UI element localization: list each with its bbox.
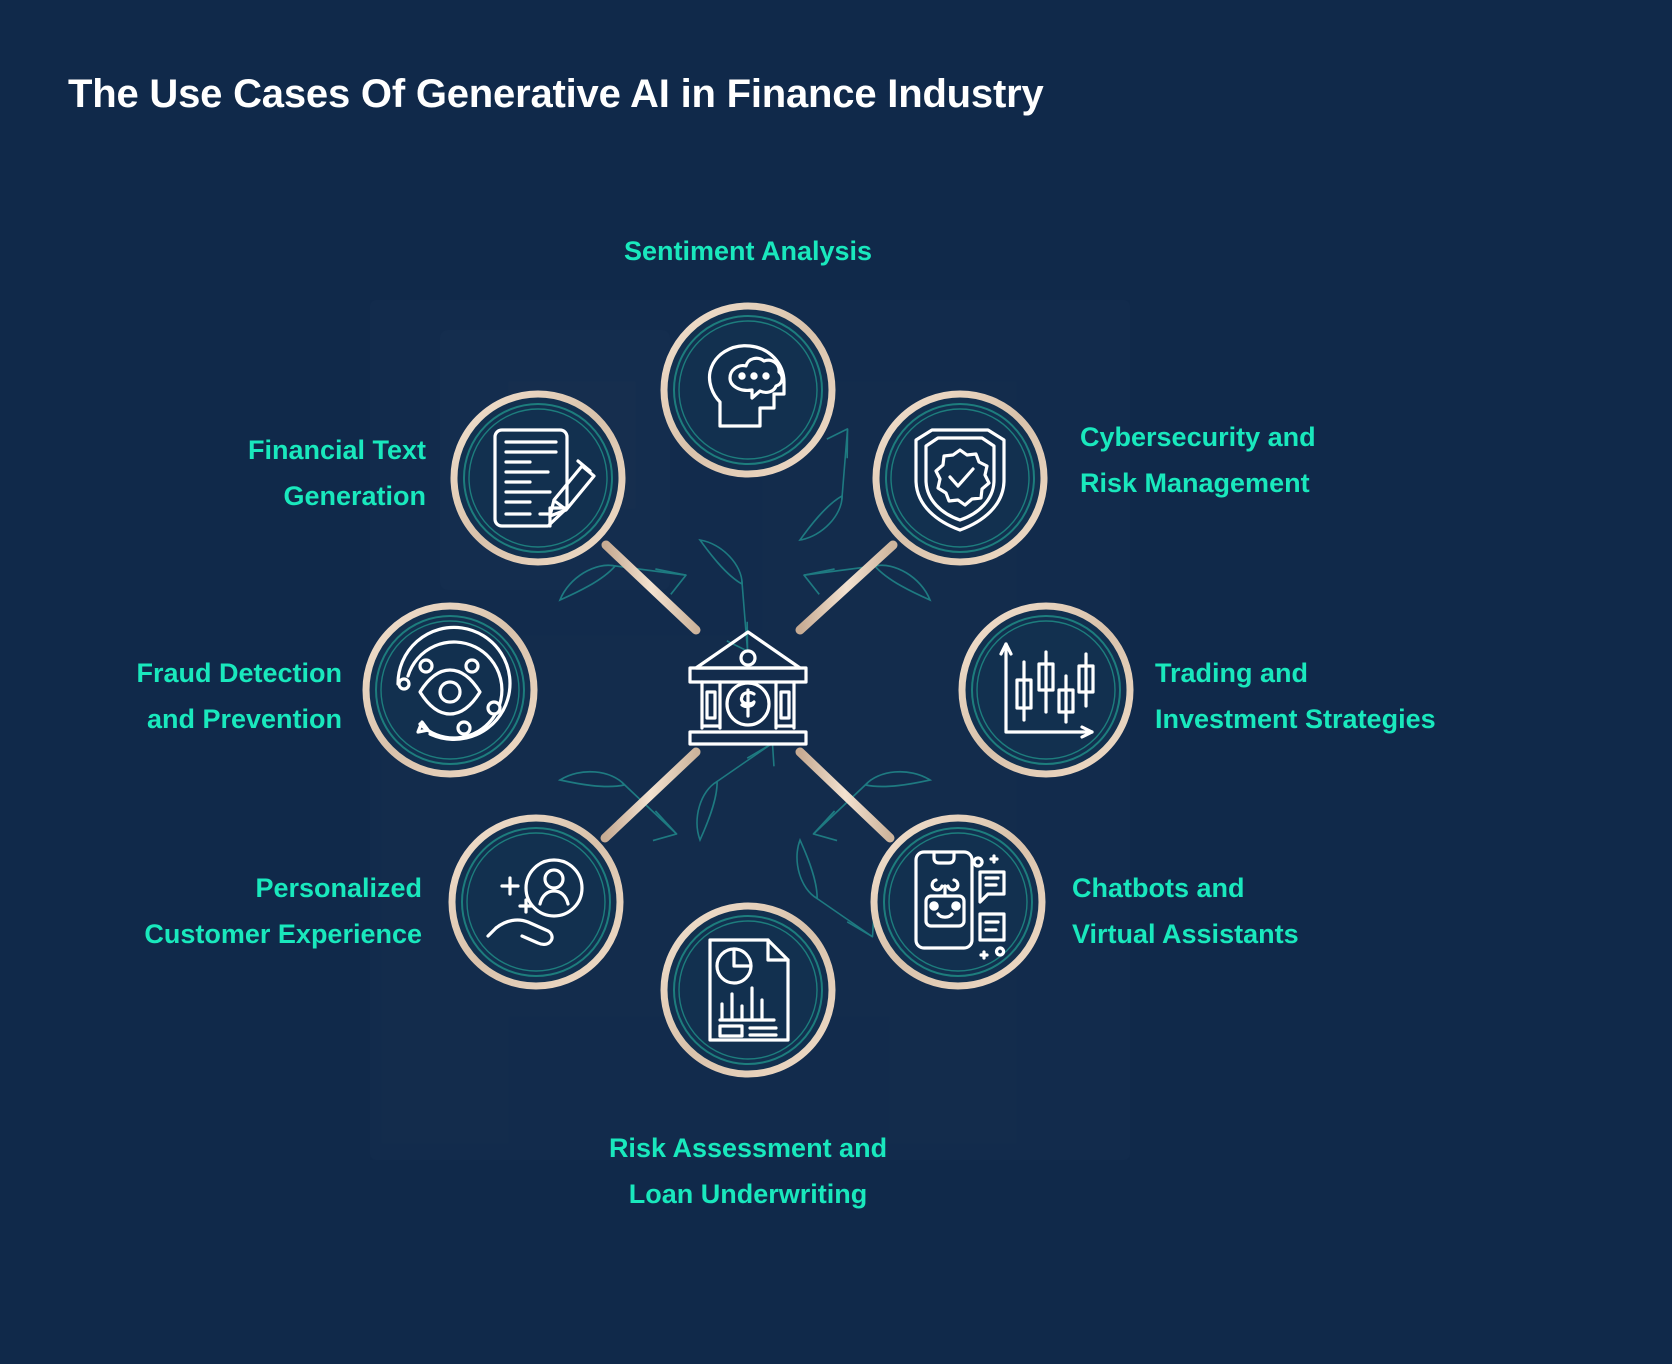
shield-check-badge-icon bbox=[914, 428, 1006, 532]
node-circle-fraud-detection[interactable] bbox=[362, 602, 538, 778]
node-circle-risk-assessment[interactable] bbox=[660, 902, 836, 1078]
label-financial-text-generation: Financial Text Generation bbox=[247, 435, 426, 512]
node-circle-financial-text[interactable] bbox=[450, 390, 626, 566]
connector-spokes bbox=[529, 465, 967, 917]
bank-building-icon bbox=[688, 630, 808, 746]
label-cybersecurity-risk-management: Cybersecurity and Risk Management bbox=[1080, 422, 1316, 499]
candlestick-chart-icon bbox=[999, 642, 1095, 739]
label-fraud-detection-prevention: Fraud Detection and Prevention bbox=[136, 658, 342, 735]
page-title: The Use Cases Of Generative AI in Financ… bbox=[68, 72, 1044, 116]
document-pencil-icon bbox=[493, 428, 596, 528]
label-chatbots-virtual-assistants: Chatbots and Virtual Assistants bbox=[1072, 873, 1299, 950]
chatbot-phone-icon bbox=[914, 850, 1006, 960]
head-speech-bubble-icon bbox=[707, 344, 786, 428]
eye-orbit-scan-icon bbox=[396, 625, 512, 741]
report-document-chart-icon bbox=[708, 938, 790, 1042]
label-sentiment-analysis: Sentiment Analysis bbox=[623, 236, 873, 266]
label-trading-investment-strategies: Trading and Investment Strategies bbox=[1155, 658, 1436, 735]
node-circle-personalized-cx[interactable] bbox=[448, 814, 624, 990]
node-circle-cybersecurity[interactable] bbox=[872, 390, 1048, 566]
hand-user-sparkle-icon bbox=[486, 858, 584, 946]
label-personalized-customer-experience: Personalized Customer Experience bbox=[144, 873, 422, 950]
label-risk-assessment-loan-underwriting: Risk Assessment and Loan Underwriting bbox=[608, 1133, 888, 1210]
